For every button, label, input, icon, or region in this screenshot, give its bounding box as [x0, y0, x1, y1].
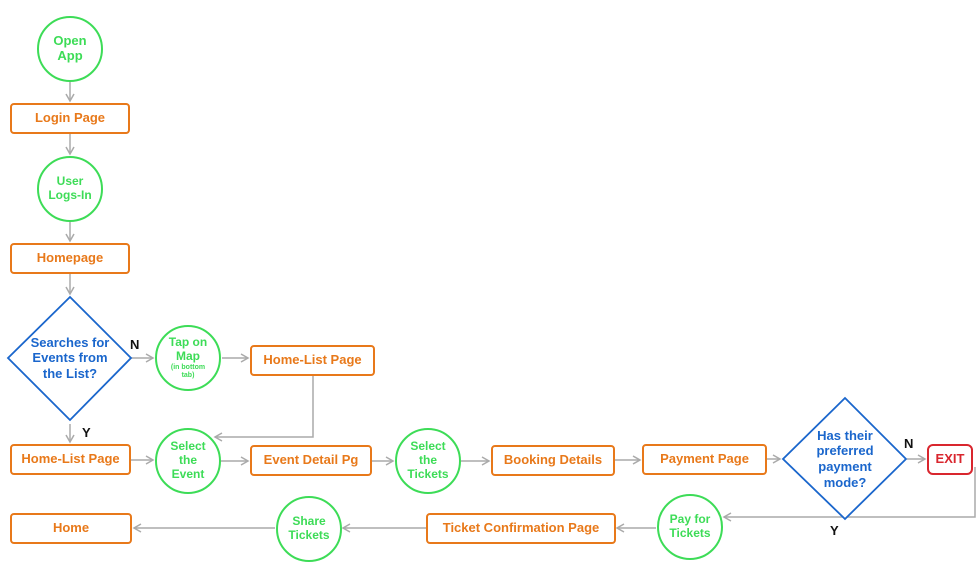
pay-for-tickets-node: Pay for Tickets	[657, 494, 723, 560]
edge-decision-payfor	[722, 467, 976, 522]
home-node: Home	[10, 513, 132, 544]
search-no-label: N	[130, 337, 140, 352]
search-decision-label: Searches for Events from the List?	[30, 334, 110, 381]
payment-page-node: Payment Page	[642, 444, 767, 475]
homepage-node: Homepage	[10, 243, 130, 274]
tap-on-map-text-2: Map	[176, 348, 200, 363]
payment-decision-diamond	[781, 396, 908, 521]
select-tickets-node: Select the Tickets	[395, 428, 461, 494]
payment-yes-label: Y	[830, 523, 839, 538]
select-event-node: Select the Event	[155, 428, 221, 494]
tap-on-map-note: (in bottom tab)	[170, 363, 206, 379]
tap-on-map-node: Tap on Map (in bottom tab)	[155, 325, 221, 391]
edge-homelist-selectevent	[213, 376, 314, 442]
home-list-page-node: Home-List Page	[10, 444, 131, 475]
user-logs-in-node: User Logs-In	[37, 156, 103, 222]
home-list-page-top-node: Home-List Page	[250, 345, 375, 376]
payment-no-label: N	[904, 436, 914, 451]
search-yes-label: Y	[82, 425, 91, 440]
login-page-node: Login Page	[10, 103, 130, 134]
search-decision-diamond	[6, 295, 133, 422]
event-detail-node: Event Detail Pg	[250, 445, 372, 476]
payment-decision-label: Has their preferred payment mode?	[816, 427, 874, 490]
open-app-node: Open App	[37, 16, 103, 82]
ticket-confirmation-node: Ticket Confirmation Page	[426, 513, 616, 544]
exit-node: EXIT	[927, 444, 973, 475]
booking-details-node: Booking Details	[491, 445, 615, 476]
share-tickets-node: Share Tickets	[276, 496, 342, 562]
tap-on-map-text: Tap on	[168, 335, 208, 350]
